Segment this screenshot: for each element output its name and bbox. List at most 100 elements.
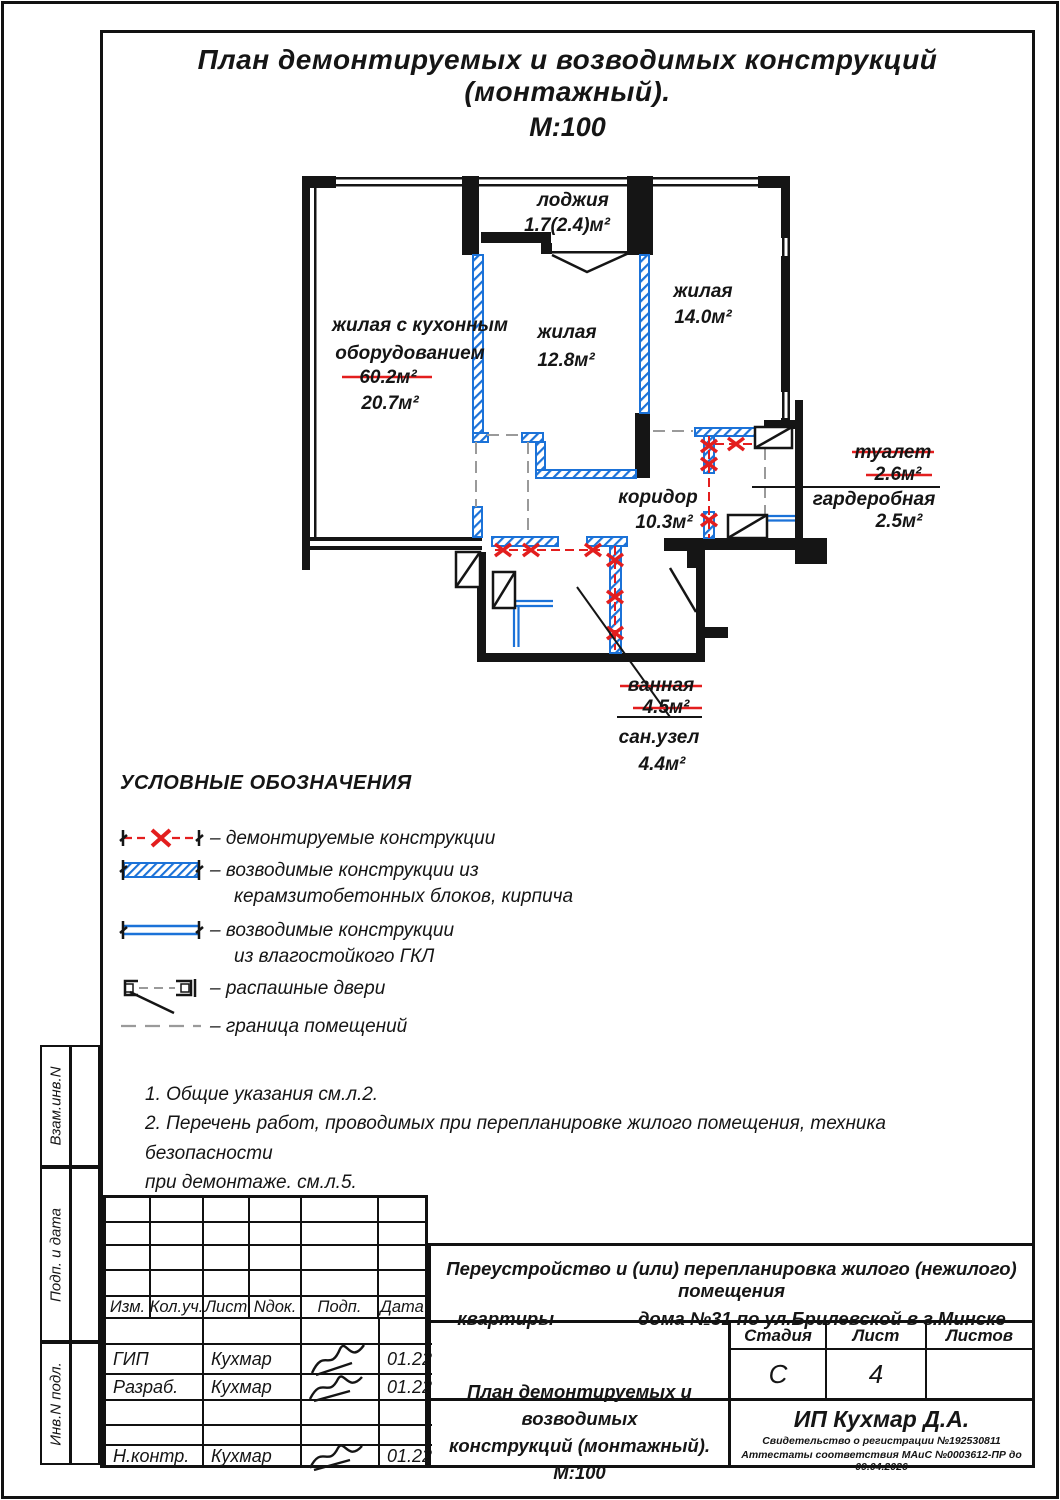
sidecell-inv-label: Инв.N подл. [47, 1361, 64, 1446]
legend-label-line2: керамзитобетонных блоков, кирпича [234, 886, 574, 908]
label-living-kitchen-area-old: 60.2м² [359, 367, 417, 388]
general-notes: 1. Общие указания см.л.2. 2. Перечень ра… [145, 1080, 975, 1198]
stage-value-row: С 4 [731, 1350, 1032, 1398]
balcony-door-swing [551, 251, 630, 274]
col-ndok: Nдок. [250, 1297, 302, 1319]
divider [69, 1344, 72, 1463]
note-1: 1. Общие указания см.л.2. [145, 1084, 379, 1105]
sidecell-vzam-label: Взам.инв.N [47, 1066, 64, 1146]
sidecell-podp: Подп. и дата [40, 1167, 100, 1342]
sheets-value [927, 1350, 1032, 1398]
sheet-title-line1: План демонтируемых и возводимых конструк… [197, 44, 938, 107]
row-nkontr-role: Н.контр. [106, 1446, 204, 1467]
label-living-middle-area: 12.8м² [537, 350, 595, 371]
legend-item-demolition: – демонтируемые конструкции [118, 826, 690, 855]
stamp-bottom-band: План демонтируемых и возводимых конструк… [431, 1381, 1032, 1483]
row-gip-signature [302, 1344, 380, 1377]
demolition-x-marks [493, 436, 746, 641]
signature-grid: ГИП Кухмар 01.22 Разраб. Кухмар 01.22 Н.… [106, 1319, 433, 1472]
label-loggia: лоджия [536, 190, 609, 211]
note-2-cont: при демонтаже. см.л.5. [145, 1172, 357, 1194]
doc-title: План демонтируемых и возводимых конструк… [431, 1381, 731, 1483]
stage-header-row: Стадия Лист Листов [731, 1323, 1032, 1350]
sidecell-podp-label: Подп. и дата [47, 1207, 64, 1302]
sheet-title-scale: М:100 [529, 112, 606, 142]
stage-value: С [731, 1350, 827, 1398]
stamp-middle-empty [431, 1323, 731, 1398]
organization: ИП Кухмар Д.А. Свидетельство о регистрац… [731, 1401, 1032, 1473]
organization-cert1: Свидетельство о регистрации №192530811 [762, 1435, 1001, 1447]
leader-lines [576, 486, 940, 718]
room-boundaries [475, 430, 766, 537]
stage-header: Стадия [731, 1323, 827, 1348]
label-bathroom-old: ванная [628, 675, 695, 696]
label-living-middle: жилая [536, 322, 596, 343]
legend-item-boundary: – граница помещений [118, 1014, 690, 1043]
legend-item-new-blocks: – возводимые конструкции из керамзитобет… [118, 858, 690, 910]
row-gip-name: Кухмар [204, 1345, 302, 1375]
corridor-door-swing [668, 567, 698, 613]
label-wardrobe: гардеробная [813, 489, 936, 510]
label-living-kitchen-area-new: 20.7м² [360, 393, 419, 414]
label-bathroom-old-area: 4.5м² [642, 697, 690, 718]
label-bathroom-new-area: 4.4м² [638, 754, 686, 775]
demolition-symbol-icon [118, 826, 210, 855]
legend-item-new-gkl: – возводимые конструкции из влагостойког… [118, 918, 690, 970]
stamp-middle-band: Стадия Лист Листов С 4 [431, 1323, 1032, 1398]
label-bathroom-new: сан.узел [619, 727, 700, 748]
row-gip-role: ГИП [106, 1345, 204, 1375]
row-nkontr-signature [302, 1444, 380, 1472]
row-razrab-name: Кухмар [204, 1375, 302, 1401]
label-living-right: жилая [672, 281, 732, 302]
boundary-symbol-icon [118, 1014, 210, 1043]
label-wardrobe-area: 2.5м² [875, 511, 923, 532]
label-loggia-area: 1.7(2.4)м² [524, 215, 611, 236]
project-title-line1: Переустройство и (или) перепланировка жи… [446, 1258, 1017, 1301]
sheets-header: Листов [945, 1325, 1014, 1345]
revision-table: Изм. Кол.уч. Лист Nдок. Подп. Дата ГИП К… [103, 1195, 433, 1472]
legend-label: – граница помещений [210, 1016, 408, 1037]
doc-title-line2: конструкций (монтажный). М:100 [448, 1435, 711, 1483]
legend-label: – возводимые конструкции из [210, 860, 479, 881]
legend-label-line2: из влагостойкого ГКЛ [234, 946, 435, 968]
swing-doors [454, 425, 794, 610]
col-izm: Изм. [106, 1297, 151, 1319]
note-2: 2. Перечень работ, проводимых при перепл… [145, 1113, 886, 1164]
row-razrab-date: 01.22 [380, 1375, 433, 1401]
floor-plan: лоджия 1.7(2.4)м² жилая с кухонным обору… [302, 176, 940, 775]
divider [69, 1169, 72, 1340]
organization-name: ИП Кухмар Д.А. [793, 1406, 970, 1432]
label-living-right-area: 14.0м² [674, 307, 732, 328]
col-koluch: Кол.уч. [151, 1297, 204, 1319]
col-list: Лист [204, 1297, 250, 1319]
revision-grid: Изм. Кол.уч. Лист Nдок. Подп. Дата [106, 1198, 425, 1319]
new-walls-gkl [512, 514, 795, 647]
row-nkontr-date: 01.22 [387, 1446, 433, 1466]
legend-label: – демонтируемые конструкции [210, 828, 496, 849]
legend-label: – распашные двери [210, 978, 386, 999]
legend-label: – возводимые конструкции [210, 920, 455, 941]
legend-heading: УСЛОВНЫЕ ОБОЗНАЧЕНИЯ [120, 772, 412, 794]
strikethrough-lines [342, 375, 934, 710]
project-title-line2a: квартиры [457, 1308, 554, 1329]
label-toilet-area: 2.6м² [874, 464, 922, 485]
row-gip-date: 01.22 [380, 1345, 433, 1375]
label-living-kitchen-1: жилая с кухонным [331, 315, 508, 336]
legend-item-doors: – распашные двери [118, 976, 690, 1021]
new-blocks-symbol-icon [118, 858, 210, 887]
doc-title-line1: План демонтируемых и возводимых [467, 1381, 692, 1430]
col-data: Дата [379, 1297, 425, 1319]
label-living-kitchen-2: оборудованием [335, 343, 485, 364]
new-gkl-symbol-icon [118, 918, 210, 947]
sidecell-inv: Инв.N подл. [40, 1342, 100, 1465]
doors-symbol-icon [118, 976, 210, 1021]
sheet-header: Лист [827, 1323, 927, 1348]
sheet-title: План демонтируемых и возводимых конструк… [100, 44, 1035, 143]
label-corridor: коридор [618, 487, 697, 508]
stamp-description: Переустройство и (или) перепланировка жи… [428, 1243, 1035, 1483]
row-razrab-signature [302, 1375, 380, 1403]
existing-walls [302, 176, 827, 662]
label-toilet: туалет [855, 442, 932, 463]
sidecell-vzam: Взам.инв.N [40, 1045, 100, 1167]
